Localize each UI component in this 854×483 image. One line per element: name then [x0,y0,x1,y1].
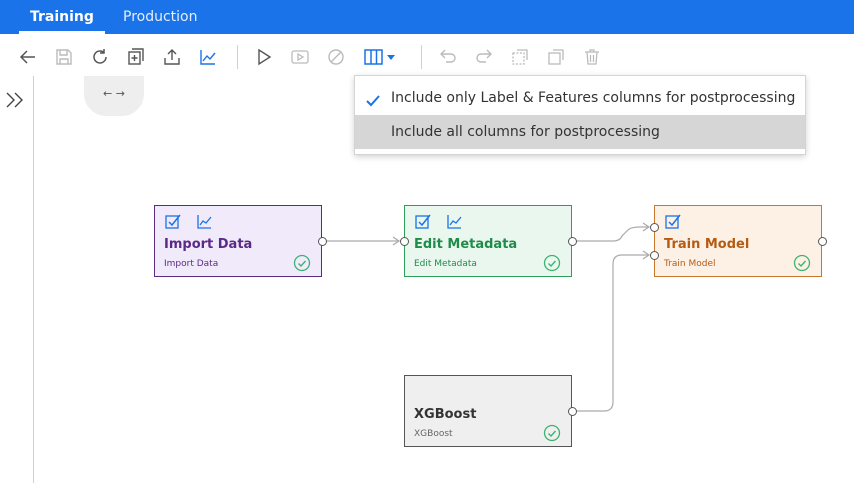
connection-edit-to-train-arrow [642,222,651,232]
checkbox-icon[interactable] [415,213,432,230]
node-title: Edit Metadata [414,237,518,252]
back-arrow-icon[interactable] [18,47,38,67]
status-check-icon [543,424,561,442]
checkbox-icon[interactable] [665,213,682,230]
chart-line-icon[interactable] [196,213,213,230]
input-port[interactable] [650,251,659,260]
chart-line-icon[interactable] [446,213,463,230]
menu-item-label: Include all columns for postprocessing [391,124,660,140]
checkbox-icon[interactable] [165,213,182,230]
cancel-run-icon[interactable] [326,47,346,67]
toolbar-divider [237,45,238,69]
status-check-icon [543,254,561,272]
status-check-icon [293,254,311,272]
output-port[interactable] [568,237,577,246]
paste-icon[interactable] [546,47,566,67]
node-edit-metadata[interactable]: Edit Metadata Edit Metadata [404,205,572,277]
node-import-data[interactable]: Import Data Import Data [154,205,322,277]
connection-import-to-edit-arrow [392,236,401,246]
clone-icon[interactable] [126,47,146,67]
canvas-pan-control[interactable]: ← → [84,76,144,116]
input-port[interactable] [400,237,409,246]
expand-panel-icon[interactable] [4,90,26,110]
top-tab-bar: Training Production [0,0,854,34]
toolbar-divider [421,45,422,69]
save-icon[interactable] [54,47,74,67]
publish-icon[interactable] [162,47,182,67]
output-port[interactable] [818,237,827,246]
left-rail [0,76,34,483]
input-port[interactable] [650,223,659,232]
node-subtitle: Edit Metadata [414,259,477,269]
redo-icon[interactable] [474,47,494,67]
connection-xgboost-to-train [577,254,649,412]
copy-icon[interactable] [510,47,530,67]
node-xgboost[interactable]: XGBoost XGBoost [404,375,572,447]
node-title: XGBoost [414,407,477,422]
columns-dropdown-menu: Include only Label & Features columns fo… [354,75,806,155]
undo-icon[interactable] [438,47,458,67]
menu-item-all-columns[interactable]: Include all columns for postprocessing [355,115,805,149]
connection-edit-to-train [577,226,649,242]
node-subtitle: Train Model [664,259,716,269]
node-train-model[interactable]: Train Model Train Model [654,205,822,277]
refresh-icon[interactable] [90,47,110,67]
node-title: Train Model [664,237,750,252]
tab-training[interactable]: Training [19,0,105,34]
chart-line-icon[interactable] [198,47,218,67]
run-selected-icon[interactable] [290,47,310,67]
check-icon [364,89,382,107]
columns-dropdown-icon[interactable] [364,47,398,67]
tab-production[interactable]: Production [123,9,198,25]
menu-item-label: Include only Label & Features columns fo… [391,90,796,106]
output-port[interactable] [568,407,577,416]
menu-item-label-features-only[interactable]: Include only Label & Features columns fo… [355,81,805,115]
delete-icon[interactable] [582,47,602,67]
node-subtitle: Import Data [164,259,219,269]
run-icon[interactable] [254,47,274,67]
node-subtitle: XGBoost [414,429,453,439]
output-port[interactable] [318,237,327,246]
node-title: Import Data [164,237,253,252]
status-check-icon [793,254,811,272]
connection-xgboost-to-train-arrow [642,250,651,260]
